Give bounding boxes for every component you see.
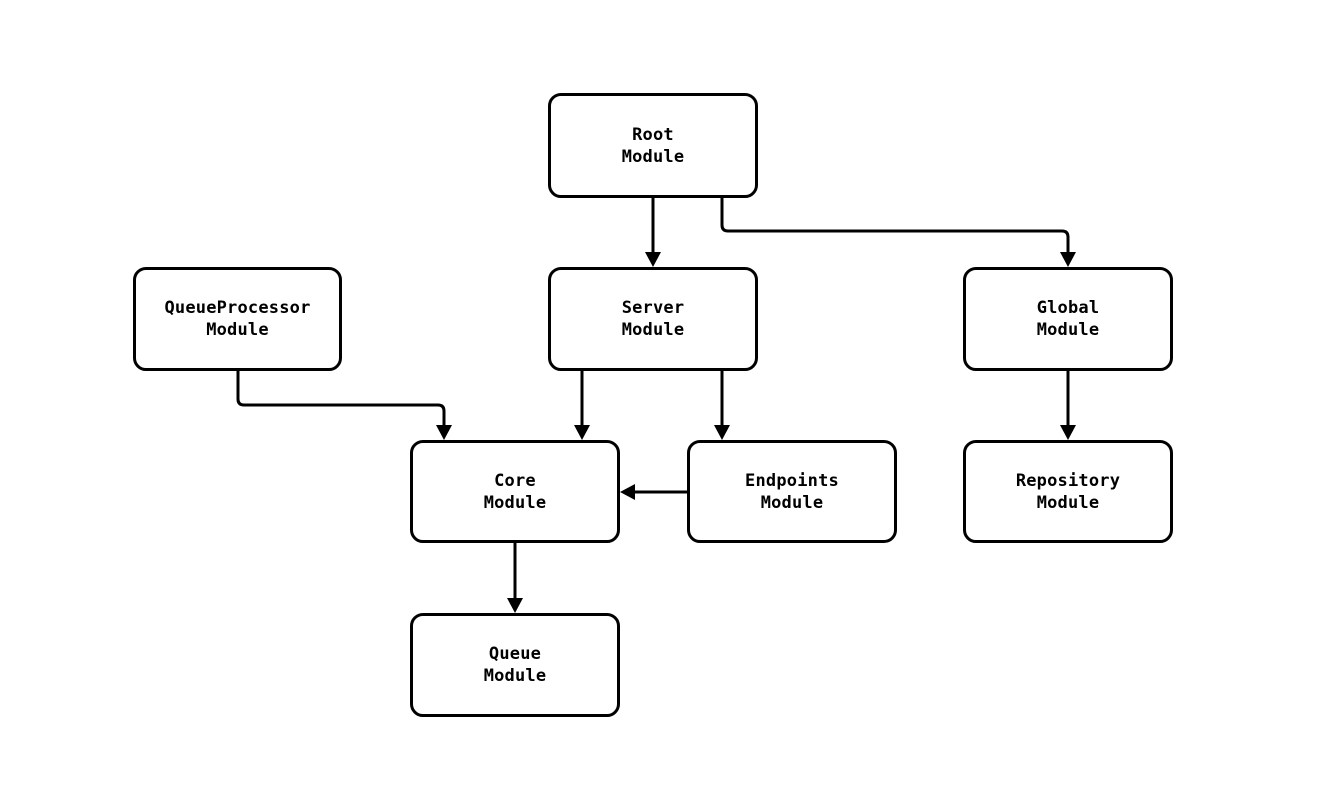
node-label-core-line2: Module (483, 492, 547, 513)
node-label-repository-line2: Module (1036, 492, 1100, 513)
node-label-global-line2: Module (1036, 320, 1100, 340)
node-label-root-line1: Root (632, 124, 674, 145)
arrowhead-queueprocessor-to-core (436, 425, 452, 440)
node-label-repository-line1: Repository (1015, 470, 1121, 491)
node-label-queueprocessor-line2: Module (206, 320, 269, 340)
edge-root-to-global (720, 198, 1070, 252)
arrowhead-endpoints-to-core (620, 484, 635, 500)
arrowhead-global-to-repository (1060, 425, 1076, 440)
node-label-queue-line1: Queue (488, 644, 542, 664)
arrowhead-server-to-core (574, 425, 590, 440)
arrowhead-server-to-endpoints (714, 425, 730, 440)
node-label-server-line2: Module (621, 320, 685, 340)
edge-queueprocessor-to-core (236, 371, 446, 425)
node-label-queue-line2: Module (483, 666, 547, 686)
arrowhead-root-to-global (1060, 252, 1076, 267)
node-label-endpoints-line2: Module (760, 492, 824, 513)
node-label-root-line2: Module (621, 146, 685, 167)
node-label-queueprocessor-line1: QueueProcessor (164, 298, 311, 318)
node-label-global-line1: Global (1036, 298, 1100, 318)
node-label-endpoints-line1: Endpoints (745, 470, 839, 491)
arrowhead-root-to-server (645, 252, 661, 267)
node-label-core-line1: Core (494, 470, 536, 491)
arrowhead-core-to-queue (507, 598, 523, 613)
node-label-server-line1: Server (621, 298, 685, 318)
